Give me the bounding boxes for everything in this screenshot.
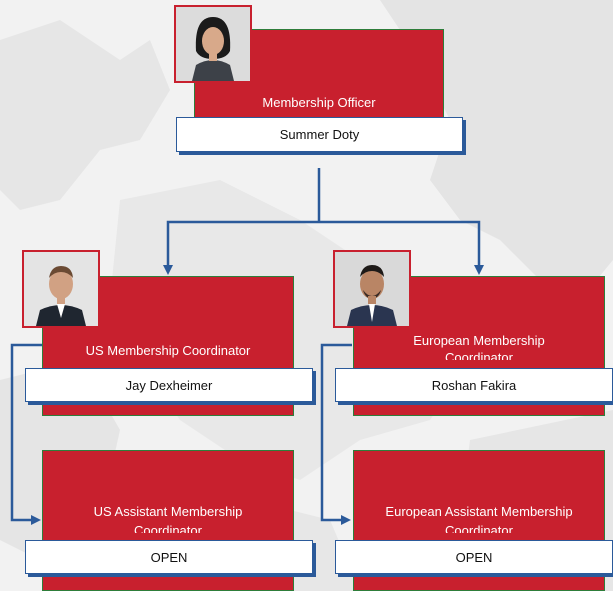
- us-assistant-title-line1: US Assistant Membership: [93, 504, 243, 519]
- connector-to-eu-assistant: [320, 343, 352, 525]
- membership-officer-name: Summer Doty: [279, 127, 360, 142]
- us-assistant-name-card: OPEN: [25, 540, 313, 574]
- connector-to-us-assistant: [10, 343, 42, 525]
- portrait-man-icon: [335, 252, 409, 326]
- eu-coordinator-title-line2: Coordinator: [445, 350, 513, 360]
- us-coordinator-name: Jay Dexheimer: [125, 377, 213, 393]
- connector-to-eu-coordinator: [319, 220, 484, 275]
- membership-officer-title: Membership Officer: [262, 95, 376, 110]
- portrait-man-icon: [24, 252, 98, 326]
- eu-coordinator-name: Roshan Fakira: [431, 377, 517, 393]
- eu-assistant-name-card: OPEN: [335, 540, 613, 574]
- us-coordinator-title: US Membership Coordinator: [85, 343, 251, 358]
- membership-officer-name-card: Summer Doty: [176, 117, 463, 152]
- us-coordinator-photo: [22, 250, 100, 328]
- eu-assistant-title-line2: Coordinator: [445, 523, 513, 533]
- portrait-woman-icon: [176, 7, 250, 81]
- eu-coordinator-photo: [333, 250, 411, 328]
- eu-coordinator-name-card: Roshan Fakira: [335, 368, 613, 402]
- us-assistant-title-line2: Coordinator: [134, 523, 202, 533]
- eu-assistant-name: OPEN: [455, 549, 493, 565]
- us-coordinator-name-card: Jay Dexheimer: [25, 368, 313, 402]
- officer-photo: [174, 5, 252, 83]
- eu-coordinator-title-line1: European Membership: [413, 333, 545, 348]
- eu-assistant-title-line1: European Assistant Membership: [385, 504, 573, 519]
- us-assistant-name: OPEN: [150, 549, 188, 565]
- connector-to-us-coordinator: [163, 220, 319, 275]
